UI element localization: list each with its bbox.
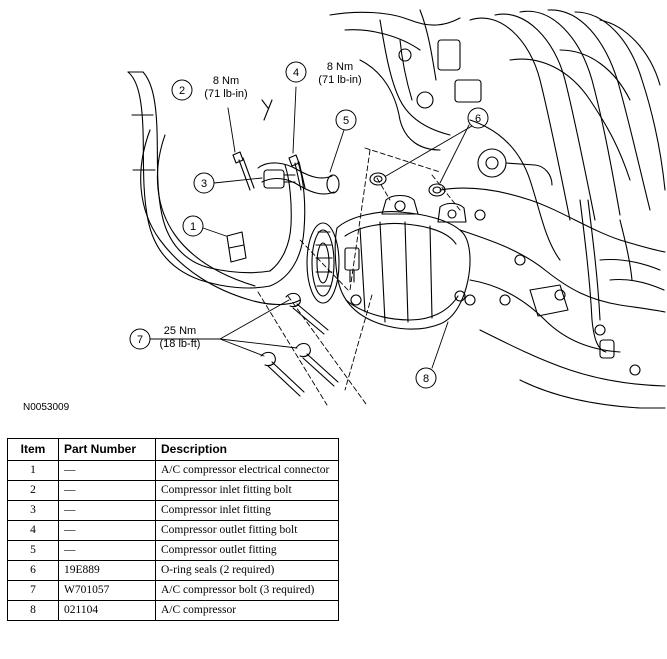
table-row: 2 — Compressor inlet fitting bolt — [7, 480, 339, 501]
table-header-row: Item Part Number Description — [7, 438, 339, 461]
electrical-connector — [226, 231, 247, 263]
cell-part-number: — — [58, 460, 156, 481]
callout-circle-4 — [285, 61, 307, 83]
table-row: 5 — Compressor outlet fitting — [7, 540, 339, 561]
leader-lines — [149, 86, 473, 369]
callout-circle-8 — [415, 367, 437, 389]
callout-number-7: 7 — [137, 334, 143, 346]
callout-number-8: 8 — [423, 373, 429, 385]
callout-circle-1 — [182, 215, 204, 237]
cell-description: O-ring seals (2 required) — [155, 560, 339, 581]
cell-item: 1 — [7, 460, 59, 481]
figure-id: N0053009 — [23, 402, 70, 413]
cell-description: A/C compressor bolt (3 required) — [155, 580, 339, 601]
table-row: 7 W701057 A/C compressor bolt (3 require… — [7, 580, 339, 601]
cell-description: A/C compressor — [155, 600, 339, 621]
cell-part-number: W701057 — [58, 580, 156, 601]
o-ring-seals — [369, 172, 446, 197]
cell-item: 8 — [7, 600, 59, 621]
callout-circle-2 — [171, 79, 193, 101]
ac-compressor — [306, 194, 471, 330]
cell-part-number: — — [58, 540, 156, 561]
callout-number-4: 4 — [293, 67, 299, 79]
header-description: Description — [155, 438, 339, 461]
diagram-canvas: 1 2 3 4 5 6 7 8 8 Nm (71 lb-in) 8 Nm (71… — [127, 9, 666, 409]
cell-description: A/C compressor electrical connector — [155, 460, 339, 481]
cell-item: 2 — [7, 480, 59, 501]
cell-description: Compressor inlet fitting — [155, 500, 339, 521]
cell-part-number: — — [58, 480, 156, 501]
table-row: 1 — A/C compressor electrical connector — [7, 460, 339, 481]
callout-circle-5 — [335, 109, 357, 131]
table-row: 4 — Compressor outlet fitting bolt — [7, 520, 339, 541]
compressor-bolts — [260, 292, 339, 397]
table-row: 3 — Compressor inlet fitting — [7, 500, 339, 521]
cell-description: Compressor inlet fitting bolt — [155, 480, 339, 501]
cell-part-number: — — [58, 520, 156, 541]
cell-description: Compressor outlet fitting — [155, 540, 339, 561]
engine-block — [329, 9, 666, 409]
callout-number-2: 2 — [179, 85, 185, 97]
table-row: 8 021104 A/C compressor — [7, 600, 339, 621]
torque-spec-4-imperial: (71 lb-in) — [318, 74, 361, 86]
header-part-number: Part Number — [58, 438, 156, 461]
torque-spec-2-imperial: (71 lb-in) — [204, 88, 247, 100]
mounting-guide-lines — [257, 147, 461, 406]
ac-hose-assembly — [127, 71, 306, 306]
cell-item: 3 — [7, 500, 59, 521]
fitting-bolts — [232, 151, 306, 191]
cell-part-number: 021104 — [58, 600, 156, 621]
callout-number-6: 6 — [475, 113, 481, 125]
cell-item: 4 — [7, 520, 59, 541]
callout-number-1: 1 — [190, 221, 196, 233]
torque-spec-2-nm: 8 Nm — [213, 75, 239, 87]
callout-number-5: 5 — [343, 115, 349, 127]
callout-circle-6 — [467, 107, 489, 129]
cell-part-number: 19E889 — [58, 560, 156, 581]
table-row: 6 19E889 O-ring seals (2 required) — [7, 560, 339, 581]
torque-spec-7-nm: 25 Nm — [164, 325, 196, 337]
cell-item: 7 — [7, 580, 59, 601]
torque-spec-4-nm: 8 Nm — [327, 61, 353, 73]
callout-number-3: 3 — [201, 178, 207, 190]
parts-table: Item Part Number Description 1 — A/C com… — [7, 438, 339, 621]
cell-item: 6 — [7, 560, 59, 581]
cell-description: Compressor outlet fitting bolt — [155, 520, 339, 541]
cell-item: 5 — [7, 540, 59, 561]
header-item: Item — [7, 438, 59, 461]
torque-spec-7-imperial: (18 lb-ft) — [160, 338, 201, 350]
callout-markers — [129, 61, 489, 389]
exploded-view-diagram: 1 2 3 4 5 6 7 8 8 Nm (71 lb-in) 8 Nm (71… — [127, 9, 666, 409]
cell-part-number: — — [58, 500, 156, 521]
